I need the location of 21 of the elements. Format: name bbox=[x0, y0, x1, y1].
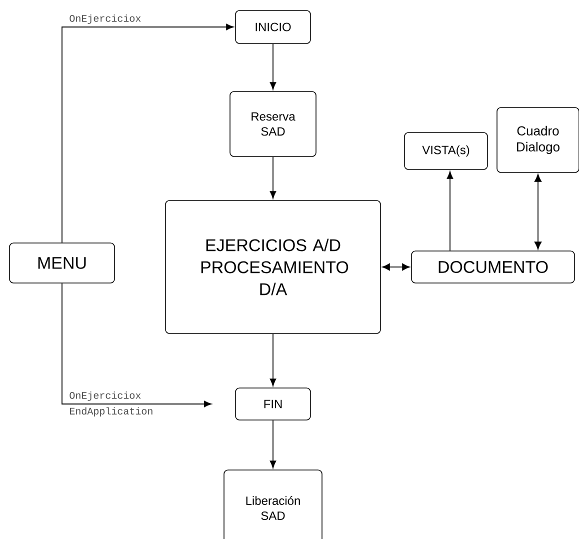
edge-label: OnEjerciciox bbox=[68, 13, 142, 25]
process-box: FIN bbox=[235, 388, 311, 420]
edge-label: OnEjerciciox bbox=[68, 390, 142, 402]
process-box: EJERCICIOS A/D PROCESAMIENTO D/A bbox=[165, 200, 381, 334]
process-box: Cuadro Dialogo bbox=[496, 107, 579, 173]
process-box: MENU bbox=[9, 242, 115, 284]
arrow bbox=[446, 171, 454, 252]
process-box: DOCUMENTO bbox=[411, 250, 575, 284]
arrow bbox=[534, 174, 542, 250]
process-box: Reserva SAD bbox=[230, 91, 316, 157]
arrow bbox=[270, 420, 276, 468]
arrow bbox=[62, 24, 234, 244]
arrow bbox=[270, 156, 276, 199]
process-box: INICIO bbox=[235, 10, 311, 44]
arrow bbox=[62, 282, 212, 408]
annotation-label: EndApplication bbox=[70, 407, 152, 417]
process-box: Liberación SAD bbox=[224, 470, 322, 539]
arrow bbox=[270, 333, 276, 386]
arrow bbox=[270, 43, 276, 90]
process-box: VISTA(s) bbox=[404, 132, 488, 170]
arrow bbox=[382, 263, 410, 271]
